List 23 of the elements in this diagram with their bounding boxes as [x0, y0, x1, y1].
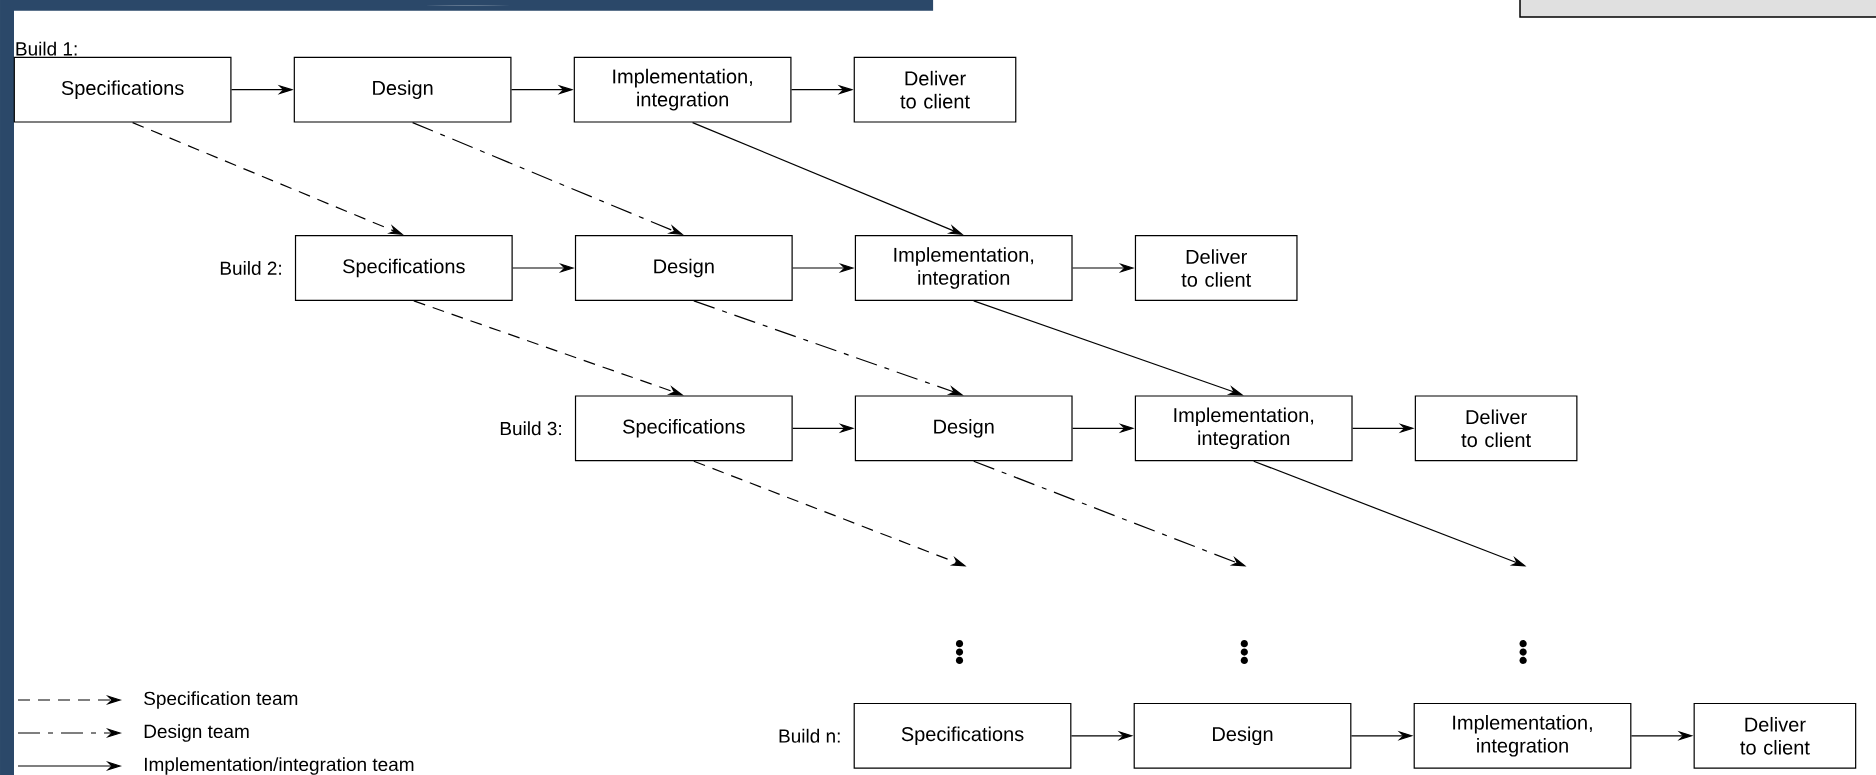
process-box: Specifications — [853, 702, 1072, 769]
build-label: Build 2: — [220, 261, 281, 275]
process-box: Design — [1133, 702, 1352, 769]
process-box: Deliver to client — [1414, 395, 1578, 462]
process-box: Implementation, integration — [854, 235, 1073, 301]
process-box: Design — [293, 56, 512, 123]
build-label: Build 3: — [500, 421, 561, 436]
process-box: Deliver to client — [1134, 235, 1298, 301]
build-label: Build n: — [779, 728, 840, 743]
process-box: Specifications — [294, 235, 513, 301]
legend-text: Specification team — [144, 691, 298, 709]
process-box: Design — [574, 235, 793, 301]
process-box: Deliver to client — [853, 56, 1017, 123]
build-label: Build 1: — [16, 41, 77, 56]
process-box: Implementation, integration — [1134, 395, 1353, 462]
legend-text: Design team — [144, 724, 249, 742]
process-box: Design — [854, 395, 1073, 462]
process-box: Deliver to client — [1693, 702, 1857, 769]
legend-text: Implementation/integration team — [144, 757, 414, 775]
process-box: Specifications — [574, 395, 793, 462]
process-box: Specifications — [13, 56, 232, 123]
process-box: Implementation, integration — [1413, 702, 1632, 769]
process-box: Implementation, integration — [573, 56, 792, 123]
